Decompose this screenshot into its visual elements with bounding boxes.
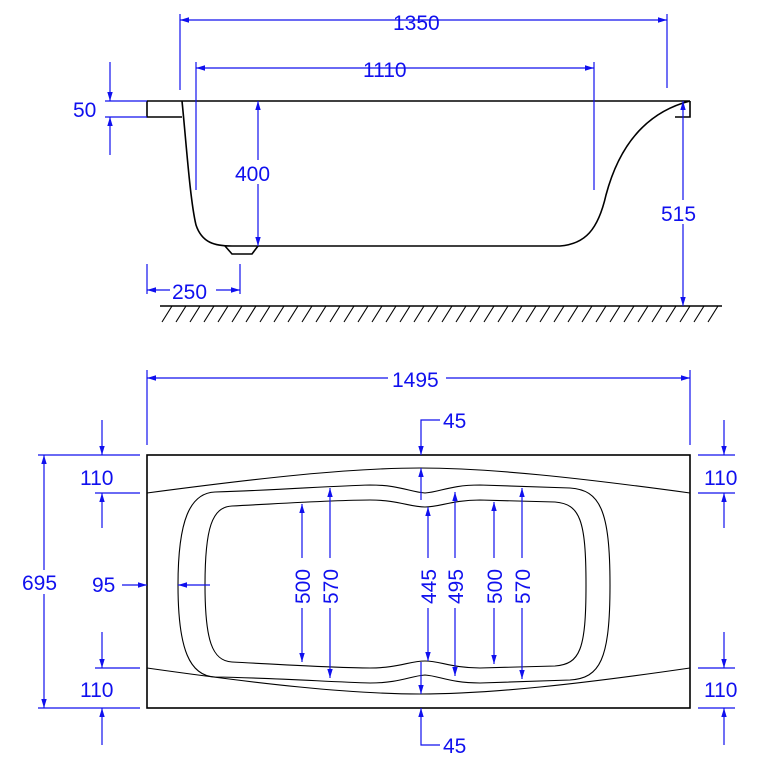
hatch-line	[623, 305, 635, 323]
hatch-line	[273, 305, 285, 323]
hatch-line	[455, 305, 467, 323]
dim-depth: 400	[235, 163, 270, 186]
hatch-line	[651, 305, 663, 323]
hatch-line	[581, 305, 593, 323]
dim-rim-top-right: 110	[704, 467, 737, 490]
dim-height-from-floor: 515	[661, 203, 696, 226]
dim-curve-offset-top: 45	[443, 410, 466, 433]
hatch-line	[707, 305, 719, 323]
hatch-line	[539, 305, 551, 323]
hatch-line	[567, 305, 579, 323]
dim-rim-thickness: 50	[73, 99, 96, 122]
hatch-line	[161, 305, 173, 323]
hatch-line	[357, 305, 369, 323]
hatch-line	[329, 305, 341, 323]
dim-inner-width-center: 445	[418, 569, 441, 604]
hatch-line	[525, 305, 537, 323]
hatch-line	[343, 305, 355, 323]
dim-outer-width-right: 570	[512, 569, 535, 604]
dim-overall-length-top: 1495	[392, 369, 439, 392]
dim-end-rim: 95	[92, 574, 115, 597]
hatch-line	[665, 305, 677, 323]
dim-inner-width-left: 500	[292, 569, 315, 604]
basin-inner	[204, 499, 587, 669]
rim-curve-top	[146, 467, 691, 494]
hatch-line	[287, 305, 299, 323]
hatch-line	[385, 305, 397, 323]
hatch-line	[469, 305, 481, 323]
hatch-line	[175, 305, 187, 323]
top-view: 1495 695 110 110 110 110 95 45 45	[20, 366, 737, 758]
hatch-line	[203, 305, 215, 323]
hatch-line	[693, 305, 705, 323]
hatch-line	[245, 305, 257, 323]
dim-rim-bottom-left: 110	[80, 679, 113, 702]
hatch-line	[217, 305, 229, 323]
tub-foot	[224, 245, 259, 255]
hatch-line	[189, 305, 201, 323]
dim-overall-width: 695	[22, 572, 57, 595]
hatch-line	[371, 305, 383, 323]
dim-foot-offset: 250	[172, 281, 207, 304]
hatch-line	[553, 305, 565, 323]
rim-curve-bottom	[146, 667, 691, 695]
hatch-line	[259, 305, 271, 323]
hatch-line	[427, 305, 439, 323]
hatch-line	[413, 305, 425, 323]
hatch-line	[483, 305, 495, 323]
hatch-line	[511, 305, 523, 323]
hatch-line	[231, 305, 243, 323]
floor-hatch	[161, 305, 719, 323]
dim-rim-top-left: 110	[80, 467, 113, 490]
hatch-line	[315, 305, 327, 323]
hatch-line	[441, 305, 453, 323]
hatch-line	[609, 305, 621, 323]
dim-outer-width-left: 570	[320, 569, 343, 604]
dim-inner-length: 1110	[363, 59, 407, 82]
hatch-line	[595, 305, 607, 323]
dim-inner-width-right: 500	[484, 569, 507, 604]
tub-side-outline	[146, 100, 691, 247]
hatch-line	[497, 305, 509, 323]
hatch-line	[679, 305, 691, 323]
hatch-line	[399, 305, 411, 323]
dim-overall-length: 1350	[393, 12, 440, 35]
dim-rim-bottom-right: 110	[704, 679, 737, 702]
dim-curve-offset-bottom: 45	[443, 735, 466, 758]
side-view: 1350 1110 50 400 515 250	[73, 12, 722, 323]
basin-outer	[177, 484, 611, 684]
hatch-line	[637, 305, 649, 323]
dim-outer-width-center: 495	[445, 569, 468, 604]
hatch-line	[301, 305, 313, 323]
